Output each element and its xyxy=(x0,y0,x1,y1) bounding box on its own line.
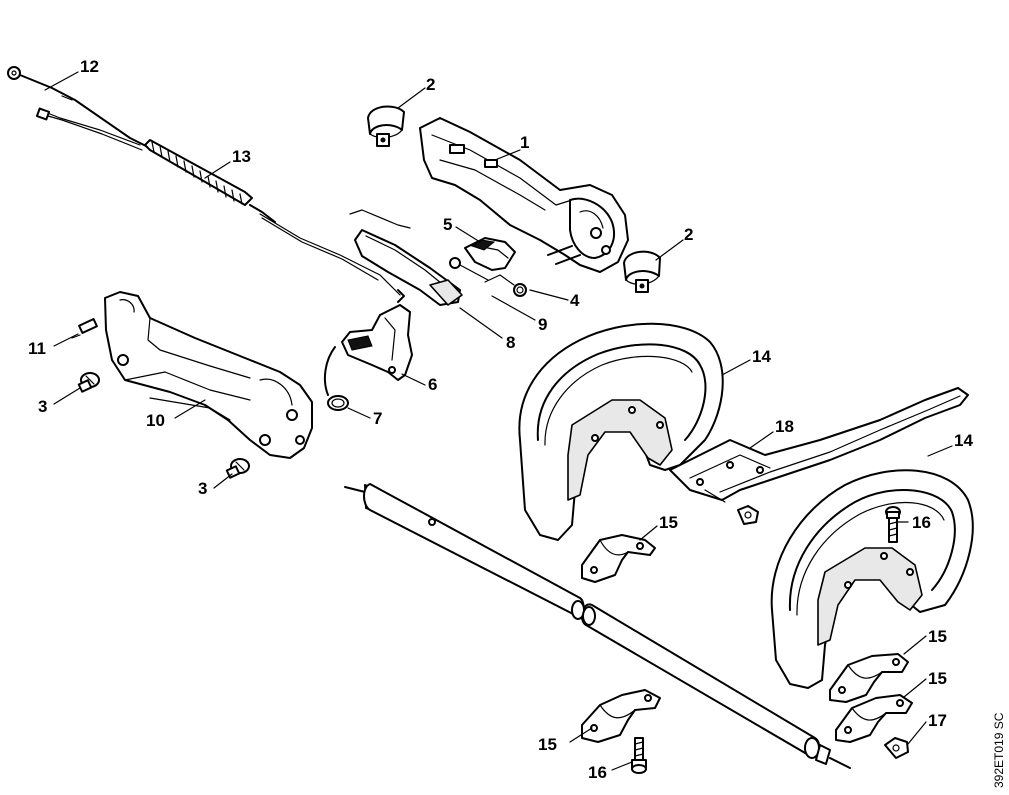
spring-rod-part-9 xyxy=(449,257,489,281)
callout-2-right: 2 xyxy=(684,225,693,244)
loop-handle-right xyxy=(770,469,974,689)
callout-3-lower: 3 xyxy=(198,479,207,498)
drawing-code: 392ET019 SC xyxy=(992,712,1006,788)
handle-housing-upper xyxy=(419,117,629,273)
screw-part-3-upper xyxy=(77,372,100,393)
loop-handle-left xyxy=(518,322,724,541)
callout-10: 10 xyxy=(146,411,165,430)
bracket-part-18 xyxy=(669,387,969,503)
callout-18: 18 xyxy=(775,417,794,436)
cable-spring-coil xyxy=(144,139,253,206)
callout-16-lower: 16 xyxy=(588,763,607,782)
callout-17: 17 xyxy=(928,711,947,730)
callout-1: 1 xyxy=(520,133,529,152)
throttle-cable xyxy=(7,66,405,303)
clamp-plate-right-upper xyxy=(829,653,909,703)
callout-13: 13 xyxy=(232,147,251,166)
screw-part-11 xyxy=(71,317,98,339)
callout-9: 9 xyxy=(538,315,547,334)
clamp-right xyxy=(623,250,661,293)
callout-15-right-upper: 15 xyxy=(928,627,947,646)
throttle-lock-part-6 xyxy=(341,304,413,381)
callout-14-left: 14 xyxy=(752,347,771,366)
square-nut-part-17 xyxy=(884,737,909,759)
callout-7: 7 xyxy=(373,409,382,428)
callout-labels: 12 13 2 1 2 5 4 9 8 6 7 10 11 3 3 14 18 … xyxy=(28,57,973,782)
torsion-spring-part-4 xyxy=(484,274,527,297)
lever-part-5 xyxy=(464,237,516,271)
clamp-plate-center xyxy=(581,534,656,583)
clamp-plate-lower-left xyxy=(581,689,661,743)
callout-5: 5 xyxy=(443,215,452,234)
clamp-plate-right-lower xyxy=(835,694,913,743)
bolt-lower xyxy=(631,737,647,774)
drive-tube xyxy=(344,483,851,769)
bolt-upper xyxy=(885,506,901,543)
leader-lines xyxy=(44,71,953,771)
spring-part-7 xyxy=(323,346,349,411)
nut-near-bracket xyxy=(737,505,759,525)
callout-16-upper: 16 xyxy=(912,513,931,532)
callout-3-upper: 3 xyxy=(38,397,47,416)
handle-housing-lower-part-10 xyxy=(104,291,313,459)
callout-11: 11 xyxy=(28,339,46,358)
callout-14-right: 14 xyxy=(954,431,973,450)
callout-8: 8 xyxy=(506,333,515,352)
clamp-upper xyxy=(367,105,405,147)
throttle-trigger-part-8 xyxy=(349,209,463,306)
callout-15-center: 15 xyxy=(659,513,678,532)
callout-15-lower-left: 15 xyxy=(538,735,557,754)
callout-6: 6 xyxy=(428,375,437,394)
callout-4: 4 xyxy=(570,291,580,310)
screw-part-3-lower xyxy=(225,458,250,479)
callout-2-upper: 2 xyxy=(426,75,435,94)
callout-15-right-lower: 15 xyxy=(928,669,947,688)
callout-12: 12 xyxy=(80,57,99,76)
